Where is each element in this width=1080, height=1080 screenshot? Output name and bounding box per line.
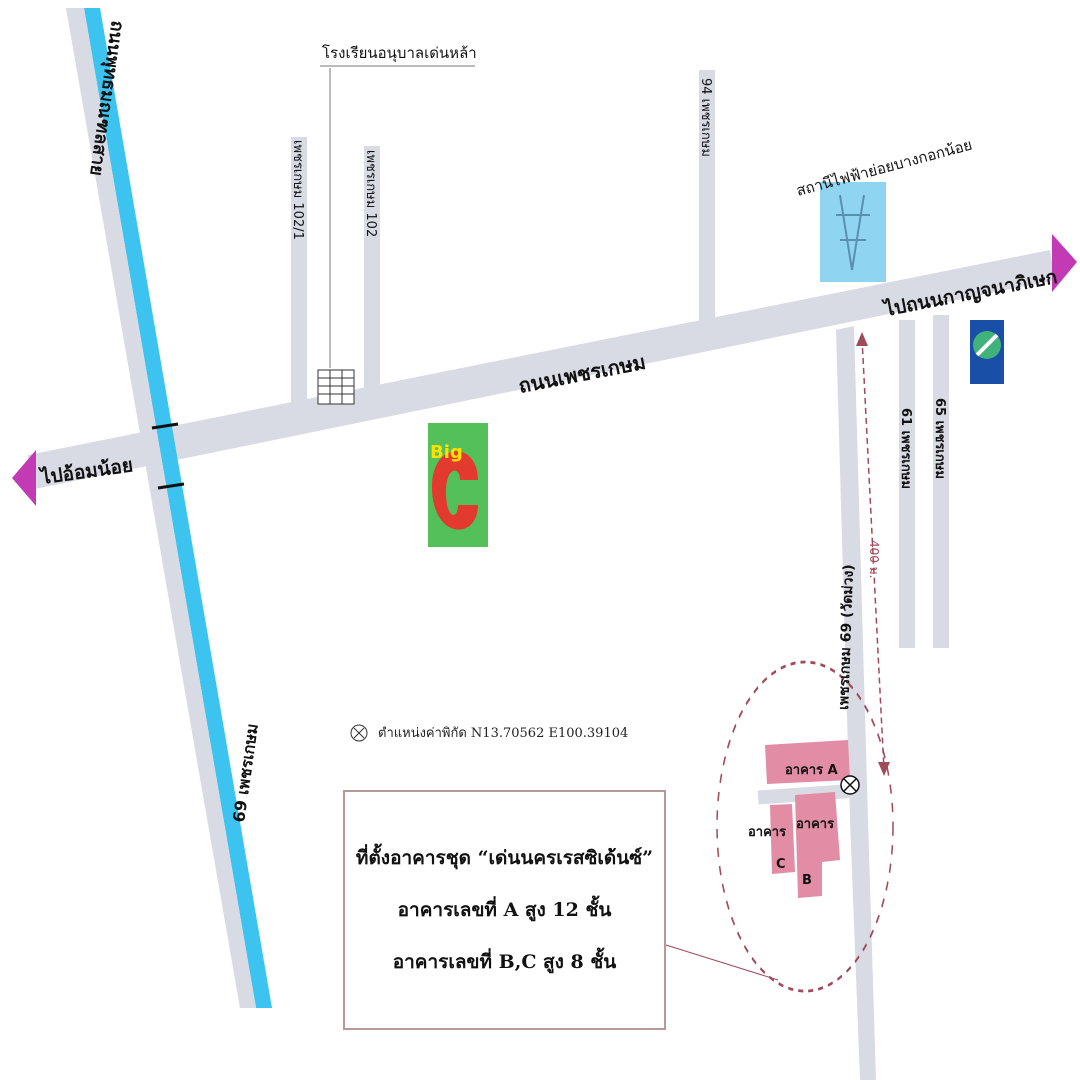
distance-arrow-up-icon [856, 332, 868, 346]
soi-61 [899, 320, 915, 648]
soi-61-label: 61 เพชรเกษม [898, 408, 913, 489]
building-c-label-top: อาคาร [748, 825, 786, 840]
info-line-2: อาคารเลขที่ A สูง 12 ชั้น [397, 899, 612, 921]
building-c-label-bottom: C [776, 857, 786, 872]
bigc-label: Big [430, 442, 463, 463]
building-a [765, 740, 850, 784]
coordinate-row: ตำแหน่งค่าพิกัด N13.70562 E100.39104 [350, 722, 628, 743]
leader-line [665, 944, 779, 981]
coordinate-marker-icon [350, 724, 368, 741]
bigc-c-shape [431, 451, 478, 530]
bottom-left-soi-label: 69 เพชรเกษม [229, 722, 262, 823]
building-b [795, 792, 840, 898]
site-circle [716, 660, 894, 993]
soi-94 [699, 70, 715, 320]
coordinate-text: ตำแหน่งค่าพิกัด N13.70562 E100.39104 [378, 726, 629, 741]
distance-arrow-down-icon [878, 762, 890, 776]
distance-label: 400 ม. [867, 540, 881, 578]
left-road [66, 8, 256, 1008]
canal [84, 8, 272, 1008]
soi-65-label: 65 เพชรเกษม [932, 398, 947, 479]
soi-69-wat [836, 326, 876, 1080]
soi-65 [933, 315, 949, 648]
distance-line [861, 337, 885, 771]
bridge-mark [157, 482, 185, 490]
bridge-mark [151, 422, 179, 430]
info-box: ที่ตั้งอาคารชุด “เด่นนครเรสซิเด้นซ์” อาค… [343, 790, 666, 1030]
soi-1027 [291, 137, 307, 407]
info-line-3: อาคารเลขที่ B,C สูง 8 ชั้น [392, 951, 617, 973]
school-label: โรงเรียนอนุบาลเด่นหล้า [322, 44, 477, 63]
arrow-right-icon [1052, 234, 1077, 292]
school-icon [317, 369, 355, 405]
building-b-label-top: อาคาร [796, 817, 834, 832]
building-b-label-bottom: B [802, 873, 812, 888]
soi-102 [364, 146, 380, 401]
soi-69-wat-label: เพชรเกษม 69 (วัดม่วง) [836, 564, 857, 710]
info-line-1: ที่ตั้งอาคารชุด “เด่นนครเรสซิเด้นซ์” [355, 847, 654, 869]
soi-102-label: เพชรเกษม 102 [363, 150, 378, 237]
soi-1027-label: เพชรเกษม 102/1 [290, 140, 305, 240]
main-road [28, 250, 1055, 490]
building-c [770, 804, 795, 874]
building-a-label: อาคาร A [785, 763, 838, 778]
pylon-icon [836, 194, 870, 271]
arrow-left-icon [12, 450, 36, 506]
soi-94-label: 94 เพชรเกษม [698, 78, 713, 157]
